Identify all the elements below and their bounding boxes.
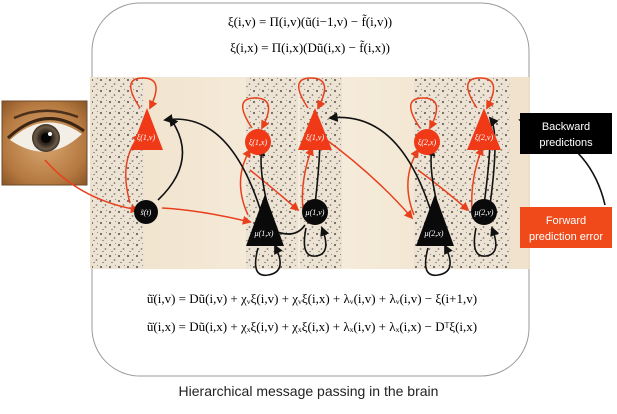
- error-circle-level1-state: [245, 129, 271, 155]
- arrow-l2-cross: [417, 169, 470, 212]
- state-circle-sensory: [134, 200, 158, 224]
- equation-top-1: ξ(i,v) = Π(i,v)(ũ(i−1,v) − f̃(i,v)): [228, 14, 392, 29]
- state-circle-sensory-label: s̃(t): [141, 208, 152, 217]
- error-triangle-sensory: [131, 108, 163, 150]
- error-circle-level2-state-label: ξ(2,x): [418, 138, 437, 147]
- arrow-l1-to-l2: [319, 134, 414, 220]
- arrow-state-to-error: [157, 116, 184, 201]
- eye-image: [1, 100, 88, 186]
- state-triangle-level2-hidden: [416, 194, 454, 246]
- legend-backward: Backward predictions: [520, 113, 612, 154]
- arrow-l2-cause-error: [470, 146, 484, 211]
- arrow-eye-to-sensory: [44, 159, 140, 214]
- equation-top-2: ξ(i,x) = Π(i,x)(Dũ(i,x) − f̃(i,x)): [230, 40, 390, 55]
- state-triangle-level2-hidden-label: μ(2,x): [424, 229, 444, 238]
- state-triangle-level1-hidden: [246, 194, 284, 246]
- state-circle-level2-cause-label: μ(2,v): [474, 208, 494, 217]
- error-circle-level2-state: [414, 129, 440, 155]
- arrow-sensory-to-state: [161, 207, 252, 225]
- equation-bottom-2: ũ̇(i,x) = Dũ(i,x) + χₓξ(i,v) + χₓξ(i,x) …: [147, 319, 477, 334]
- legend-forward-box: [520, 207, 612, 248]
- equation-bottom-1: ũ̇(i,v) = Dũ(i,v) + χᵥξ(i,v) + χᵥξ(i,x) …: [147, 291, 477, 306]
- error-triangle-level1-cause-label: ξ(1,v): [306, 133, 325, 142]
- error-circle-level1-state-label: ξ(1,x): [249, 138, 268, 147]
- cortex-strip-1: [92, 77, 144, 269]
- state-circle-level2-cause: [471, 199, 497, 225]
- legend-forward-line2: prediction error: [529, 231, 603, 243]
- arrow-l1-state-error: [239, 148, 251, 216]
- error-triangle-sensory-label: ξ(1,v): [137, 133, 156, 142]
- arrow-l2-state-error: [407, 148, 419, 216]
- legend-backward-line2: predictions: [539, 137, 593, 149]
- error-triangle-level2-cause: [467, 108, 501, 150]
- arrow-l1-cause-error: [301, 146, 314, 211]
- state-triangle-level1-hidden-label: μ(1,x): [254, 229, 274, 238]
- error-triangle-level2-cause-label: ξ(2,v): [475, 133, 494, 142]
- arrow-l1-cross: [249, 169, 300, 212]
- error-triangle-level1-cause: [298, 108, 332, 150]
- legend-forward-line1: Forward: [546, 215, 586, 227]
- state-circle-level1-cause: [302, 199, 328, 225]
- state-circle-level1-cause-label: μ(1,v): [305, 208, 325, 217]
- figure-caption: Hierarchical message passing in the brai…: [178, 383, 439, 399]
- legend-forward: Forward prediction error: [520, 207, 612, 248]
- legend-backward-line1: Backward: [542, 121, 590, 133]
- legend-backward-box: [520, 113, 612, 154]
